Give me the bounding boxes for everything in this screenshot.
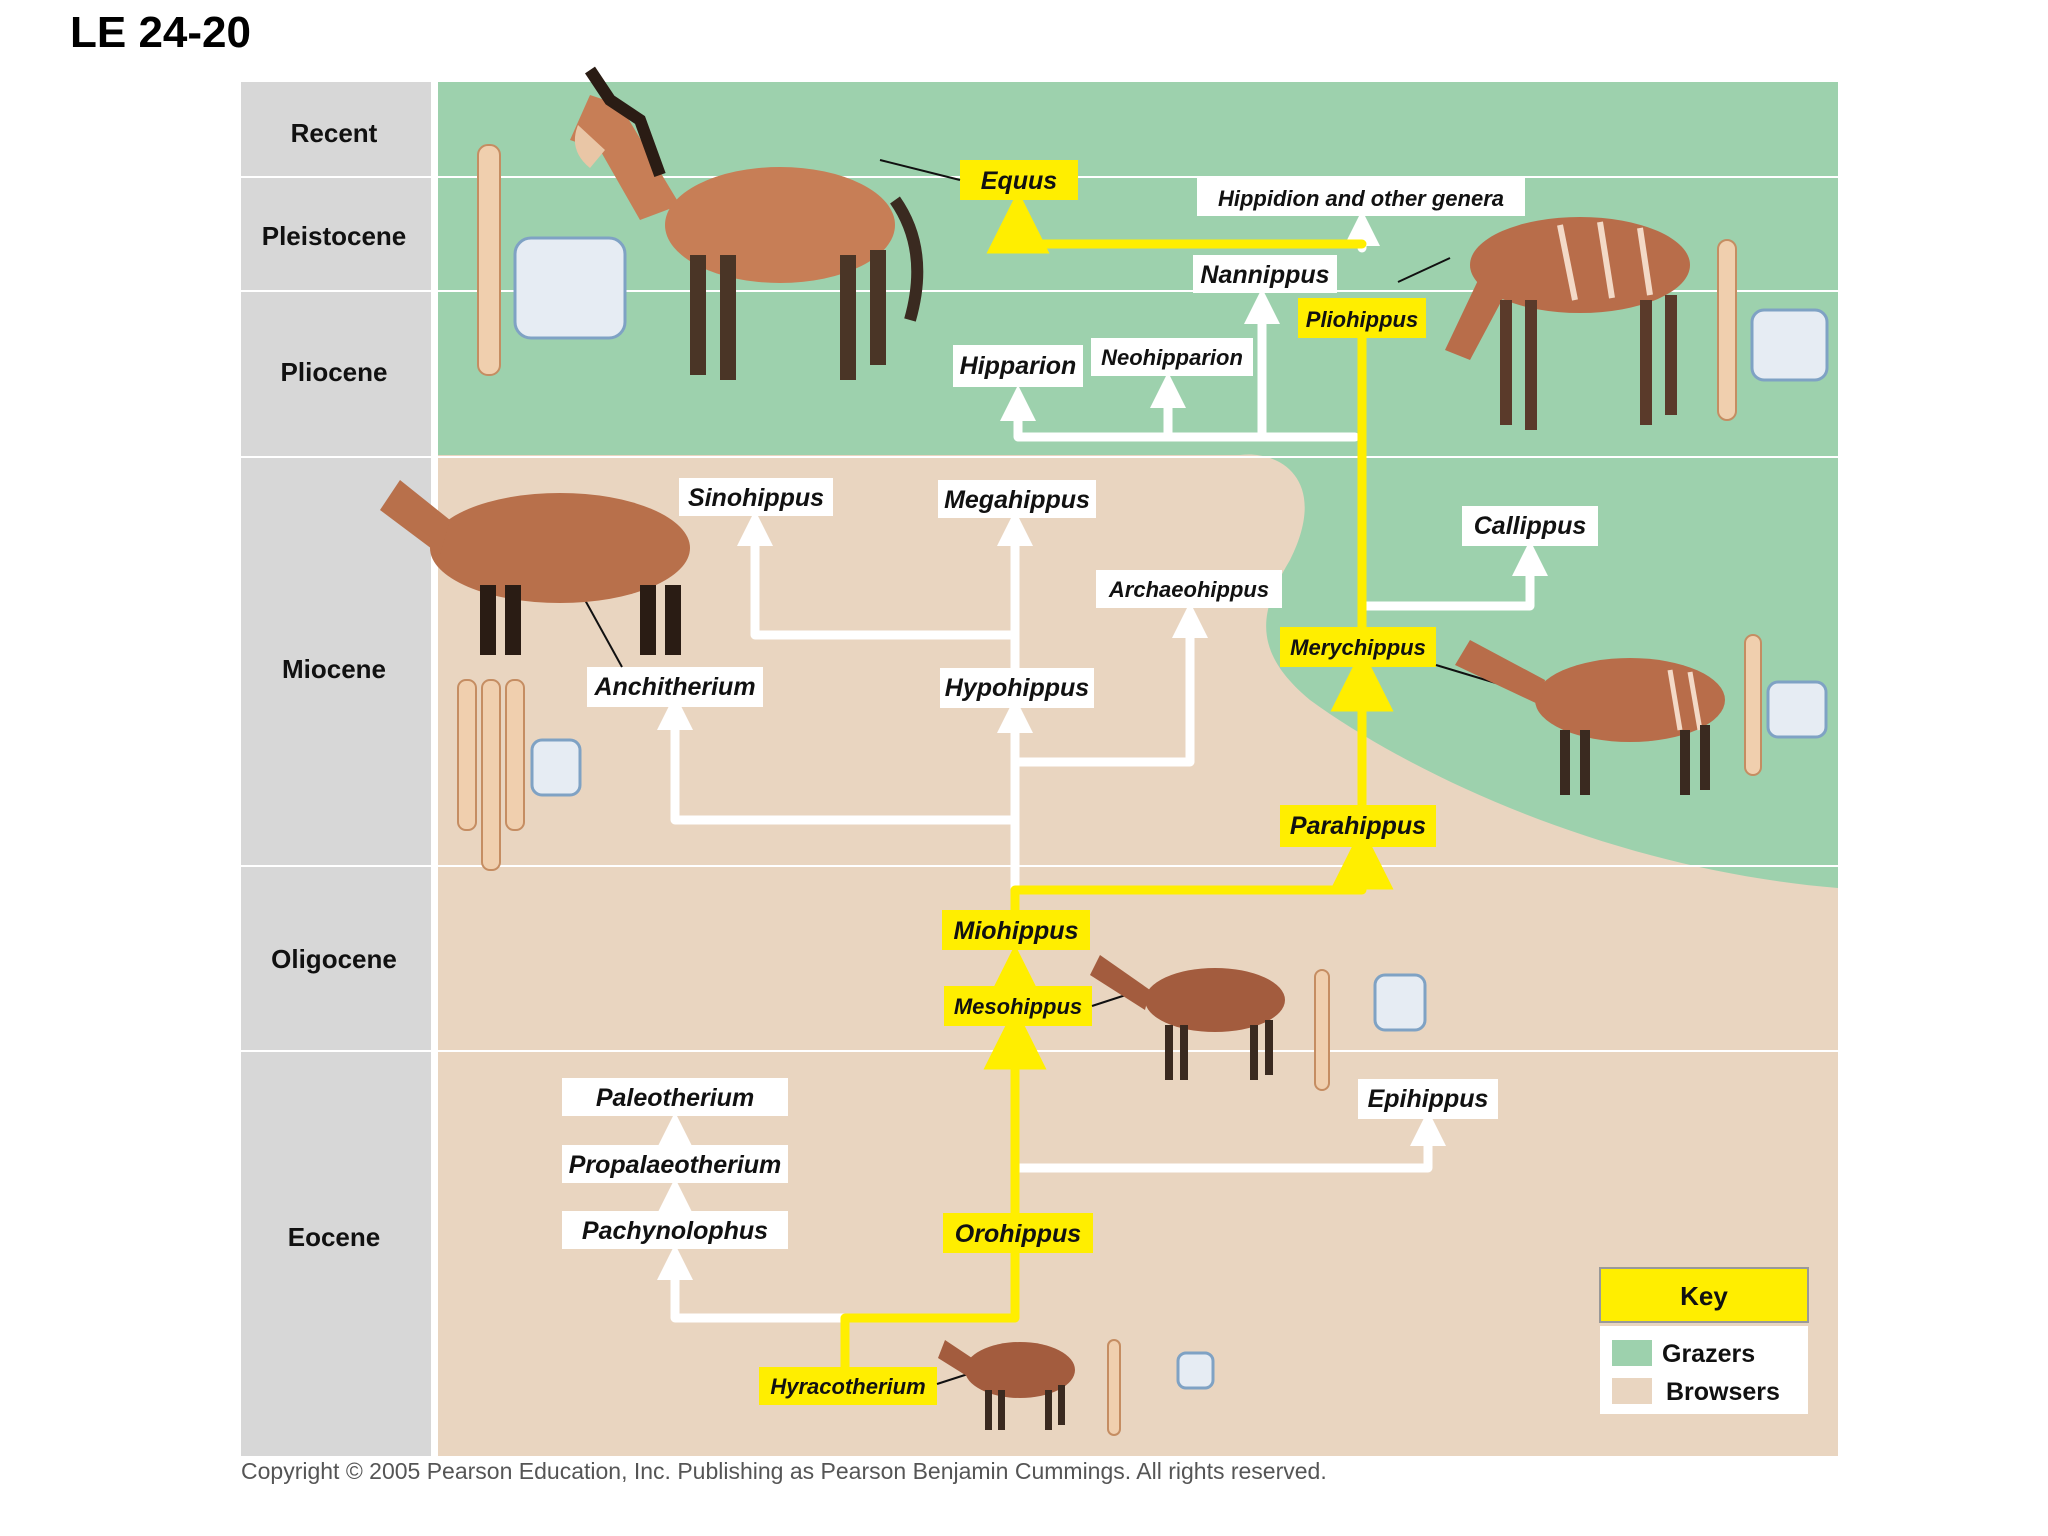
genus-label-orohippus: Orohippus	[955, 1220, 1081, 1248]
legend-title: Key	[1680, 1281, 1728, 1311]
genus-label-pliohippus: Pliohippus	[1306, 307, 1418, 332]
genus-label-merychippus: Merychippus	[1290, 635, 1426, 660]
genus-label-mesohippus: Mesohippus	[954, 994, 1082, 1019]
label-box-pliohippus	[1298, 298, 1426, 338]
label-box-propalaeotherium	[562, 1145, 788, 1183]
label-box-epihippus	[1358, 1079, 1498, 1119]
equus-horse-illustration	[570, 66, 924, 380]
label-box-merychippus	[1280, 627, 1436, 667]
anchitherium-horse-illustration	[380, 480, 690, 655]
genus-label-hipparion: Hipparion	[960, 352, 1077, 380]
epoch-label-oligocene: Oligocene	[271, 944, 397, 974]
label-box-hippidion	[1197, 178, 1525, 216]
genus-label-nannippus: Nannippus	[1200, 261, 1329, 289]
genus-label-megahippus: Megahippus	[944, 486, 1090, 514]
label-box-anchitherium	[587, 667, 763, 707]
pliohippus-horse-illustration	[1445, 217, 1690, 430]
genus-label-epihippus: Epihippus	[1368, 1085, 1489, 1113]
label-box-megahippus	[938, 480, 1096, 518]
legend-swatch-browsers	[1612, 1378, 1652, 1404]
mesohippus-horse-illustration	[1090, 955, 1285, 1080]
genus-label-hyracotherium: Hyracotherium	[770, 1374, 925, 1399]
label-box-callippus	[1462, 506, 1598, 546]
side-lineages	[657, 210, 1548, 1335]
label-box-paleotherium	[562, 1078, 788, 1116]
legend-label-browsers: Browsers	[1666, 1378, 1780, 1406]
epoch-label-eocene: Eocene	[288, 1222, 381, 1252]
label-box-hypohippus	[940, 668, 1094, 708]
label-box-sinohippus	[679, 478, 833, 516]
figure-label: LE 24-20	[70, 8, 251, 57]
label-box-equus	[960, 160, 1078, 200]
label-box-pachynolophus	[562, 1211, 788, 1249]
genus-label-parahippus: Parahippus	[1290, 812, 1426, 840]
main-lineage	[840, 190, 1394, 1377]
genus-label-hypohippus: Hypohippus	[945, 674, 1090, 702]
hyracotherium-horse-illustration	[938, 1340, 1075, 1430]
copyright-notice: Copyright © 2005 Pearson Education, Inc.…	[241, 1458, 1327, 1484]
legend-label-grazers: Grazers	[1662, 1340, 1755, 1368]
merychippus-horse-illustration	[1455, 640, 1725, 795]
epoch-column	[241, 82, 431, 1456]
genus-label-equus: Equus	[981, 167, 1057, 195]
foot-bone-illustration	[457, 144, 1762, 1436]
label-box-hipparion	[953, 345, 1083, 387]
genus-label-callippus: Callippus	[1474, 512, 1587, 540]
epoch-label-recent: Recent	[291, 118, 378, 148]
label-box-orohippus	[943, 1213, 1093, 1253]
label-box-parahippus	[1280, 805, 1436, 847]
genus-label-anchitherium: Anchitherium	[593, 673, 755, 701]
label-box-mesohippus	[944, 986, 1092, 1026]
legend: Key Grazers Browsers	[1599, 1267, 1809, 1414]
label-box-nannippus	[1193, 255, 1337, 293]
legend-title-box	[1599, 1267, 1809, 1323]
genus-label-sinohippus: Sinohippus	[688, 484, 824, 512]
legend-swatch-grazers	[1612, 1340, 1652, 1366]
molar-tooth-illustration	[513, 236, 1829, 1390]
genus-label-propalaeotherium: Propalaeotherium	[569, 1151, 782, 1179]
label-box-miohippus	[942, 910, 1090, 950]
genus-label-archaeohippus: Archaeohippus	[1108, 577, 1269, 602]
genus-label-neohipparion: Neohipparion	[1101, 345, 1243, 370]
genus-label-miohippus: Miohippus	[954, 917, 1079, 945]
label-box-neohipparion	[1091, 338, 1253, 376]
label-box-hyracotherium	[759, 1367, 937, 1405]
epoch-label-pleistocene: Pleistocene	[262, 221, 407, 251]
genus-label-paleotherium: Paleotherium	[596, 1084, 754, 1112]
epoch-label-pliocene: Pliocene	[281, 357, 388, 387]
label-box-archaeohippus	[1096, 570, 1282, 608]
genus-label-pachynolophus: Pachynolophus	[582, 1217, 768, 1245]
epoch-label-miocene: Miocene	[282, 654, 386, 684]
genus-label-hippidion: Hippidion and other genera	[1218, 186, 1504, 211]
